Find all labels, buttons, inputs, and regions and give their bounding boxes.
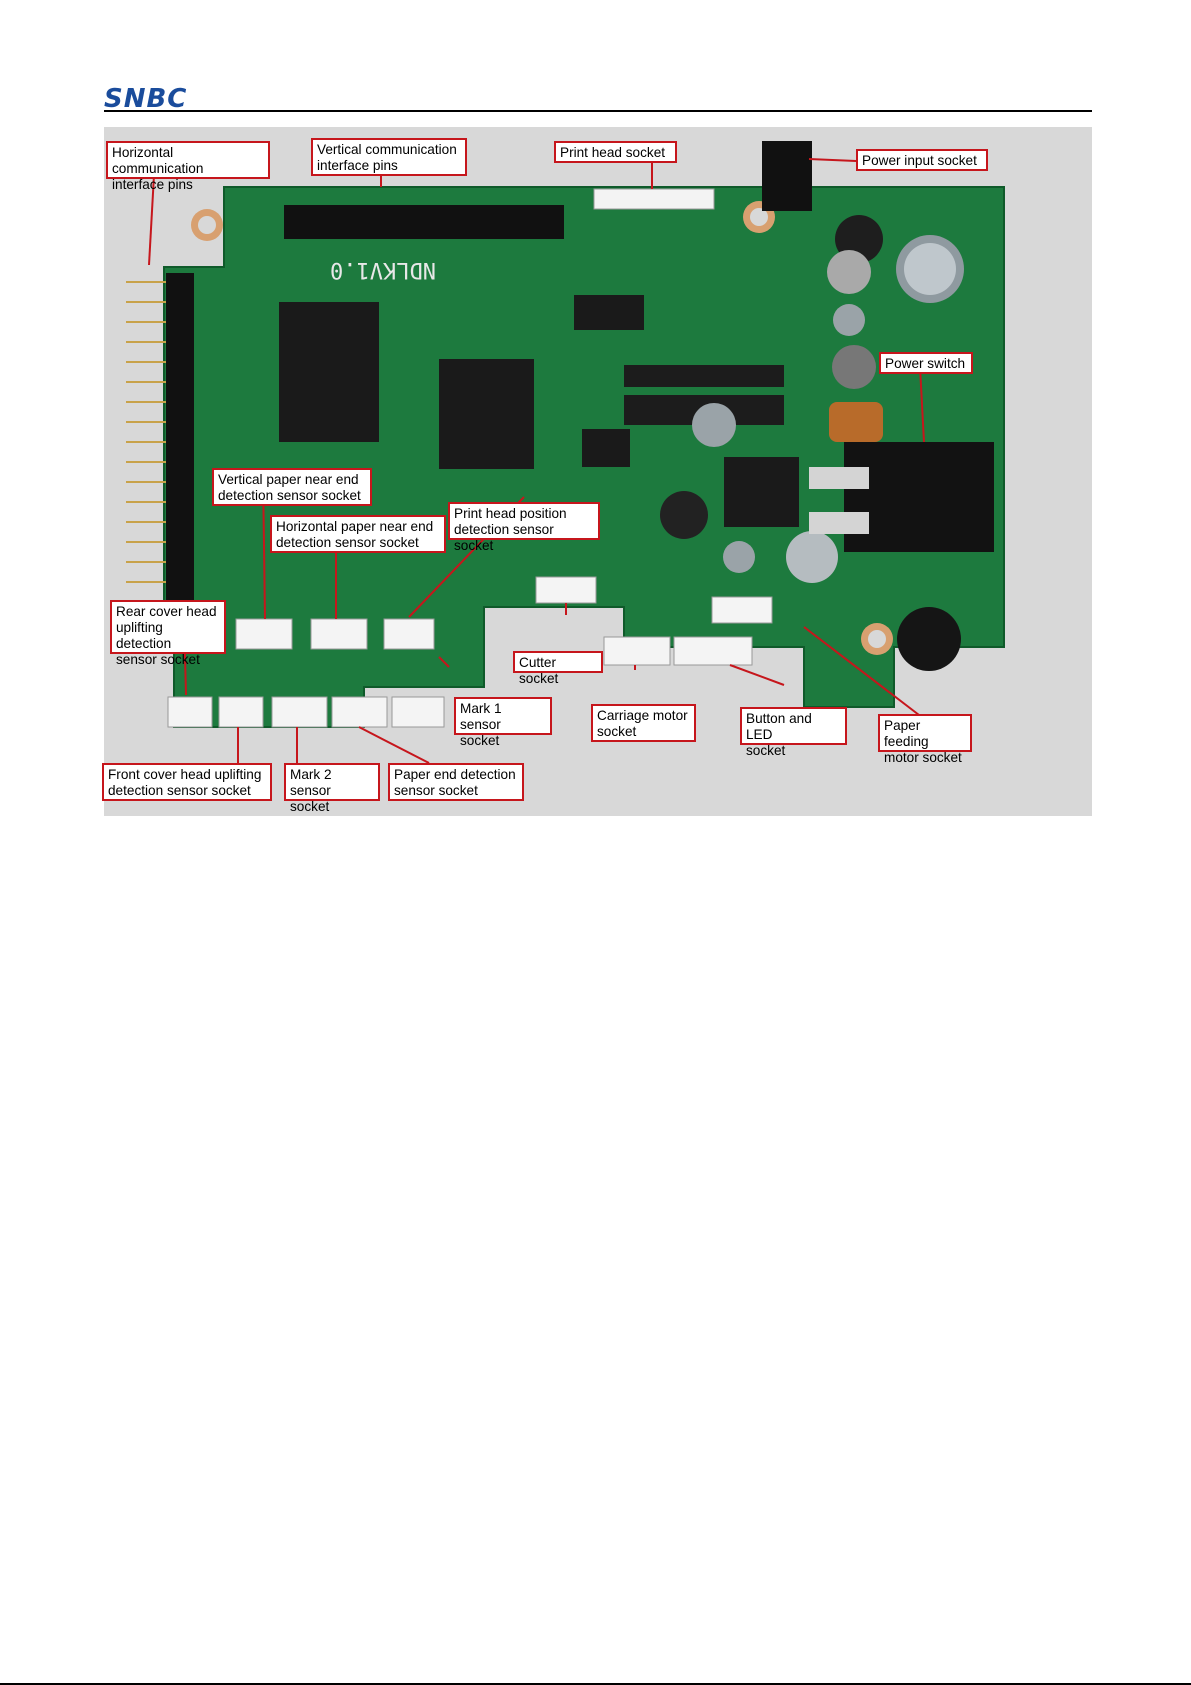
snbc-logo: SNBC [104, 84, 188, 114]
board-photo: NDLKV1.0 Horizontal communication interf… [102, 127, 1092, 816]
callout-vertical-paper-near-end: Vertical paper near end detection sensor… [212, 468, 372, 506]
callout-paper-feeding: Paper feeding motor socket [878, 714, 972, 765]
board-marking: NDLKV1.0 [330, 257, 436, 282]
callout-carriage-motor: Carriage motor socket [591, 704, 696, 742]
callout-rear-cover: Rear cover head uplifting detection sens… [110, 600, 226, 667]
callout-front-cover: Front cover head uplifting detection sen… [102, 763, 272, 801]
callout-button-led: Button and LED socket [740, 707, 847, 758]
board-illustration: NDLKV1.0 [104, 127, 1092, 816]
callout-paper-end: Paper end detection sensor socket [388, 763, 524, 801]
callout-mark2: Mark 2 sensor socket [284, 763, 380, 814]
header-rule [104, 110, 1092, 112]
callout-mark1: Mark 1 sensor socket [454, 697, 552, 748]
footer-rule [0, 1683, 1191, 1685]
callout-vertical-comm: Vertical communication interface pins [311, 138, 467, 176]
callout-power-switch: Power switch [879, 352, 973, 374]
callout-print-head: Print head socket [554, 141, 677, 163]
callout-print-head-position: Print head position detection sensor soc… [448, 502, 600, 553]
callout-power-input: Power input socket [856, 149, 988, 171]
callout-horizontal-paper-near-end: Horizontal paper near end detection sens… [270, 515, 446, 553]
callout-horizontal-comm: Horizontal communication interface pins [106, 141, 270, 192]
callout-cutter: Cutter socket [513, 651, 603, 686]
